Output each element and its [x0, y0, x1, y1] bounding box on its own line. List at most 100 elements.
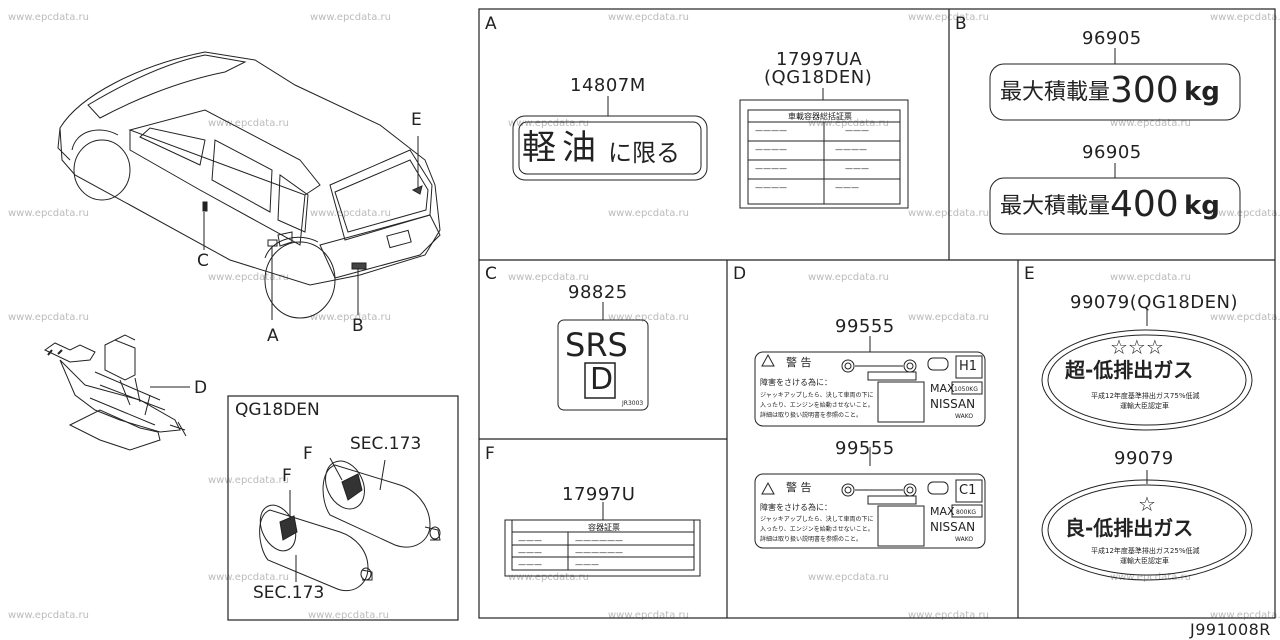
dash-row: ———— [755, 145, 787, 154]
panel-e-art [1041, 310, 1253, 581]
watermark: www.epcdata.ru [310, 312, 391, 323]
watermark: www.epcdata.ru [508, 118, 589, 129]
part-number-17997ua: 17997UA [776, 49, 863, 70]
dash-row: —————— [575, 548, 623, 557]
part-number-96905-b: 96905 [1082, 142, 1142, 163]
good-low-emission-text: 良-低排出ガス [1065, 516, 1194, 540]
warning-fine: 入ったり、エンジンを始動させないこと。 [760, 402, 874, 409]
variant-qg18den: (QG18DEN) [764, 67, 873, 88]
warning-fine: ジャッキアップしたら、決して車両の下に [760, 392, 874, 399]
emission-sub: 平成12年度基準排出ガス75%低減 [1091, 392, 1200, 400]
watermark: www.epcdata.ru [8, 12, 89, 23]
panel-letter-c: C [485, 264, 497, 284]
jack-model: C1 [959, 483, 977, 498]
car-illustration [57, 51, 441, 320]
warning-fine: 詳細は取り扱い説明書を参照のこと。 [760, 536, 863, 543]
watermark: www.epcdata.ru [1110, 572, 1191, 583]
stars-three: ☆☆☆ [1110, 335, 1164, 359]
max-label: MAX [930, 505, 955, 518]
max-load-300-label: 最大積載量 300 kg [1000, 70, 1232, 114]
watermark: www.epcdata.ru [508, 572, 589, 583]
watermark: www.epcdata.ru [1110, 272, 1191, 283]
max-load-kanji: 最大積載量 [1000, 80, 1111, 105]
max-label: MAX [930, 382, 955, 395]
dash-row: ——— [575, 560, 599, 569]
dash-row: ——— [518, 536, 542, 545]
watermark: www.epcdata.ru [1110, 118, 1191, 129]
watermark: www.epcdata.ru [808, 572, 889, 583]
qg-sec-label-2: SEC.173 [253, 583, 325, 603]
gas-cylinders [259, 457, 441, 592]
watermark: www.epcdata.ru [208, 572, 289, 583]
part-number-17997u: 17997U [562, 484, 636, 505]
jack-model: H1 [959, 359, 978, 374]
watermark: www.epcdata.ru [208, 475, 289, 486]
dash-row: ——— [845, 164, 869, 173]
emission-sub: 運輸大臣認定車 [1120, 402, 1169, 410]
emission-sub: 運輸大臣認定車 [1120, 557, 1169, 565]
maker: WAKO [955, 536, 974, 543]
ni-kagiru: に限る [608, 139, 680, 167]
dash-row: ———— [755, 164, 787, 173]
watermark: www.epcdata.ru [1210, 610, 1280, 621]
max-load-value: 300 [1110, 70, 1179, 111]
panel-c-art [557, 302, 649, 411]
part-number-99555-a: 99555 [835, 316, 895, 337]
watermark: www.epcdata.ru [208, 272, 289, 283]
kanji-yu: 油 [562, 128, 596, 168]
watermark: www.epcdata.ru [310, 208, 391, 219]
diesel-only-label-text: 軽 油 に限る [522, 130, 702, 170]
dash-row: —————— [575, 536, 623, 545]
panel-letter-a: A [485, 14, 497, 34]
diagram-id: J991008R [1190, 620, 1271, 639]
srs-text: SRS [565, 326, 628, 364]
dash-row: ———— [755, 183, 787, 192]
watermark: www.epcdata.ru [1210, 208, 1280, 219]
watermark: www.epcdata.ru [608, 208, 689, 219]
max-kg: 800KG [956, 509, 977, 516]
dash-row: ——— [518, 560, 542, 569]
qg-f-label-1: F [303, 444, 313, 464]
watermark: www.epcdata.ru [308, 610, 389, 621]
ultra-low-emission-text: 超-低排出ガス [1065, 358, 1194, 382]
panel-frames [227, 8, 1276, 621]
callout-a: A [267, 326, 279, 346]
panel-letter-e: E [1024, 264, 1035, 284]
maker: WAKO [955, 413, 974, 420]
dash-row: ——— [835, 183, 859, 192]
brand: NISSAN [930, 397, 976, 411]
max-load-400-label: 最大積載量 400 kg [1000, 184, 1232, 228]
callout-d: D [194, 378, 208, 398]
panel-letter-d: D [733, 264, 747, 284]
max-load-value: 400 [1110, 184, 1179, 225]
part-number-96905-a: 96905 [1082, 28, 1142, 49]
part-number-98825: 98825 [568, 282, 628, 303]
warning-line: 障害をさける為に： [760, 503, 832, 512]
part-number-99079: 99079 [1114, 448, 1174, 469]
part-number-99079-qg: 99079(QG18DEN) [1070, 292, 1239, 313]
warning-title: 警 告 [786, 481, 812, 494]
dash-row: ——— [845, 126, 869, 135]
dash-row: ———— [835, 145, 867, 154]
watermark: www.epcdata.ru [508, 272, 589, 283]
watermark: www.epcdata.ru [808, 272, 889, 283]
srs-d-text: D [590, 362, 614, 397]
panel-a-art [512, 88, 909, 209]
jack-illustration [44, 334, 190, 451]
brand: NISSAN [930, 520, 976, 534]
emission-sub: 平成12年度基準排出ガス25%低減 [1091, 547, 1200, 555]
watermark: www.epcdata.ru [808, 118, 889, 129]
qg-title: QG18DEN [235, 400, 320, 420]
watermark: www.epcdata.ru [908, 312, 989, 323]
star-one: ☆ [1138, 492, 1156, 516]
watermark: www.epcdata.ru [8, 208, 89, 219]
panel-letter-b: B [955, 14, 967, 34]
part-number-99555-b: 99555 [835, 438, 895, 459]
callout-b: B [352, 316, 364, 336]
panel-b-art [989, 48, 1241, 235]
warning-fine: 入ったり、エンジンを始動させないこと。 [760, 526, 874, 533]
watermark: www.epcdata.ru [208, 118, 289, 129]
max-load-unit: kg [1184, 77, 1220, 107]
panel-d-art [754, 336, 986, 549]
